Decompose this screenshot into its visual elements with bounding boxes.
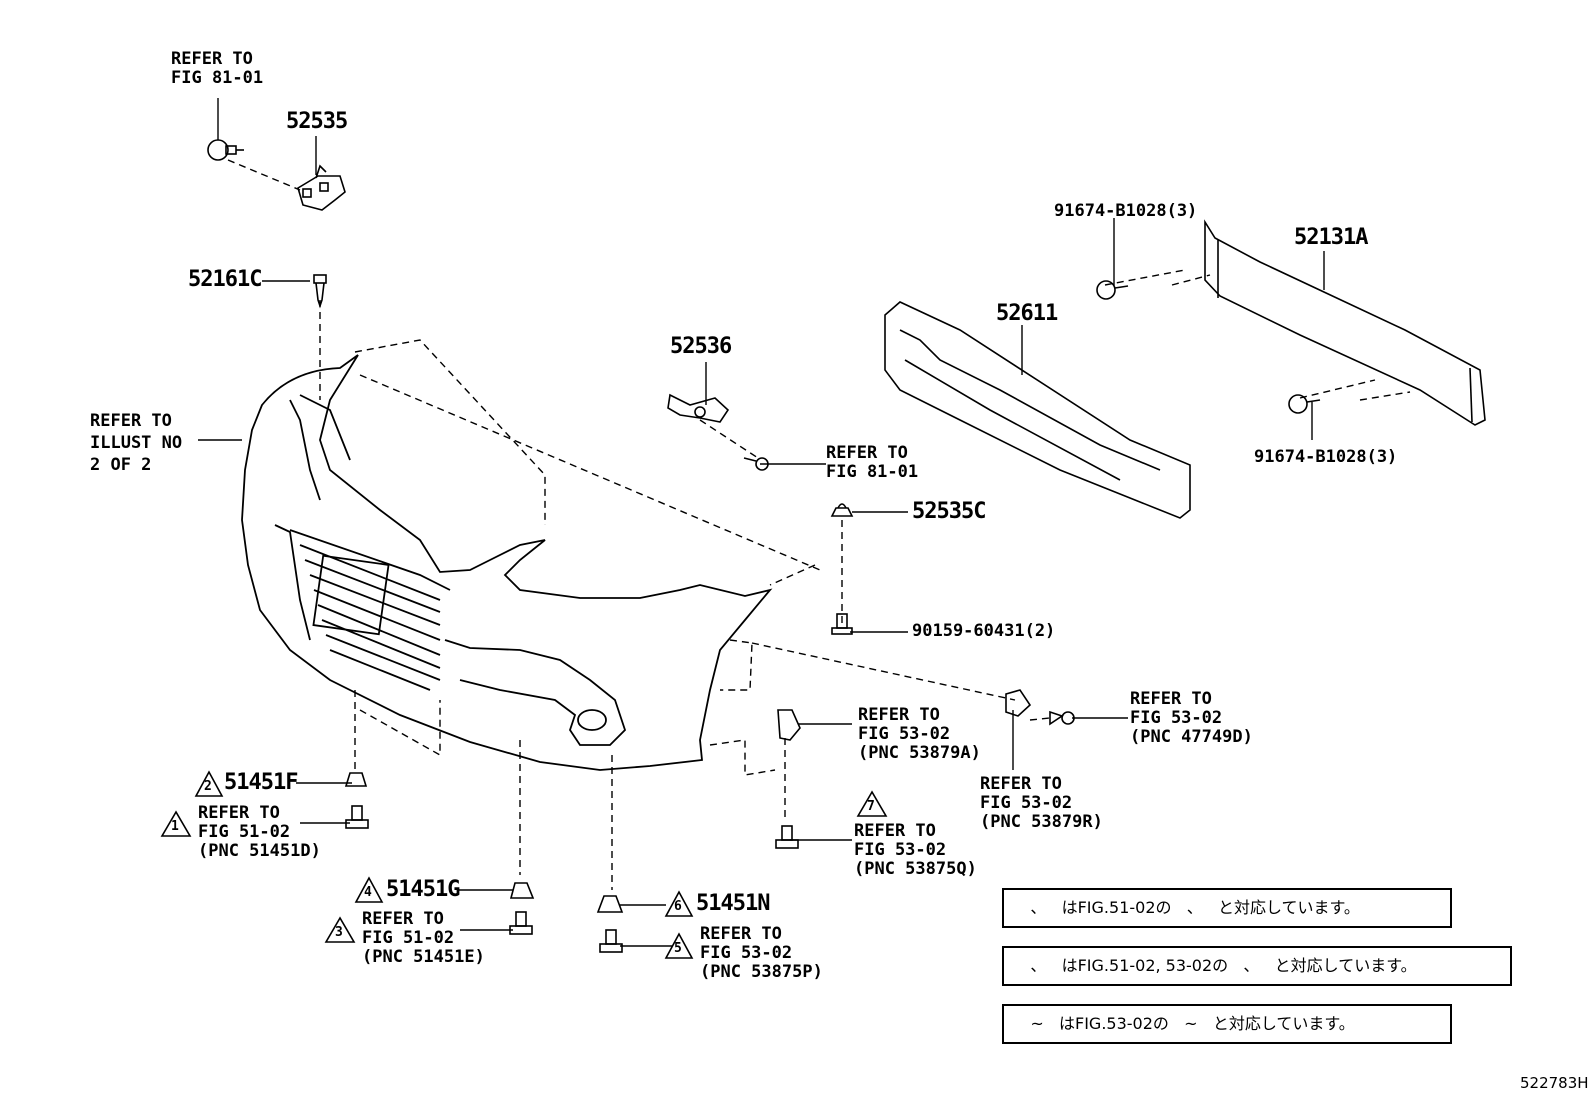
bolt-91674-bot — [1288, 394, 1321, 414]
bracket-53879r — [1005, 689, 1032, 717]
bolt-fig81-top — [207, 139, 244, 161]
bolt-51451d — [345, 805, 369, 829]
ref-53879a: REFER TO FIG 53-02 (PNC 53879A) — [858, 705, 981, 763]
part-91674-top: 91674-B1028(3) — [1054, 201, 1198, 221]
marker-triangles — [160, 770, 888, 959]
bolt-fig81-mid — [743, 457, 769, 471]
clip-51451n — [596, 895, 624, 913]
marker-2: 2 — [204, 779, 212, 794]
ref-47749d: REFER TO FIG 53-02 (PNC 47749D) — [1130, 689, 1253, 747]
ref-53879r: REFER TO FIG 53-02 (PNC 53879R) — [980, 774, 1103, 832]
part-52535: 52535 — [286, 109, 348, 134]
ref-fig81-mid: REFER TO FIG 81-01 — [826, 443, 919, 482]
bracket-53879a — [777, 709, 801, 741]
absorber-52611 — [884, 301, 1191, 519]
bolt-51451e — [509, 911, 533, 935]
part-51451f: 51451F — [224, 770, 298, 795]
note-box-2: 、 はFIG.51-02, 53-02の 、 と対応しています。 — [1002, 946, 1512, 986]
note-box-3: ~ はFIG.53-02の ~ と対応しています。 — [1002, 1004, 1452, 1044]
bolt-91674-top — [1096, 280, 1129, 300]
ref-53875q: REFER TO FIG 53-02 (PNC 53875Q) — [854, 821, 977, 879]
clip-47749d — [1049, 710, 1075, 726]
ref-illust-2of2: REFER TO ILLUST NO 2 OF 2 — [90, 411, 183, 475]
clip-52161c — [313, 274, 327, 309]
bumper-cover — [241, 354, 773, 771]
bolt-53875q — [775, 825, 799, 849]
part-52161c: 52161C — [188, 267, 262, 292]
bracket-52535 — [297, 164, 346, 211]
part-52611: 52611 — [996, 301, 1058, 326]
part-51451n: 51451N — [696, 891, 770, 916]
ref-51451e: REFER TO FIG 51-02 (PNC 51451E) — [362, 909, 485, 967]
marker-3: 3 — [335, 925, 343, 940]
ref-fig81-top: REFER TO FIG 81-01 — [171, 49, 264, 88]
marker-1: 1 — [171, 819, 179, 834]
marker-6: 6 — [674, 899, 682, 914]
marker-7: 7 — [867, 799, 875, 814]
note-box-1: 、 はFIG.51-02の 、 と対応しています。 — [1002, 888, 1452, 928]
part-52131a: 52131A — [1294, 225, 1368, 250]
nut-52535c — [830, 503, 854, 517]
clip-51451f — [344, 772, 368, 787]
dashed-lines — [227, 159, 1411, 890]
part-52536: 52536 — [670, 334, 732, 359]
ref-53875p: REFER TO FIG 53-02 (PNC 53875P) — [700, 924, 823, 982]
marker-4: 4 — [364, 885, 372, 900]
part-91674-bottom: 91674-B1028(3) — [1254, 447, 1398, 467]
bolt-53875p — [599, 929, 623, 953]
leader-lines — [198, 98, 1325, 947]
figure-id: 522783H — [1520, 1074, 1589, 1092]
part-51451g: 51451G — [386, 877, 460, 902]
ref-51451d: REFER TO FIG 51-02 (PNC 51451D) — [198, 803, 321, 861]
bracket-52536 — [667, 393, 730, 423]
part-90159: 90159-60431(2) — [912, 621, 1056, 641]
part-52535c: 52535C — [912, 499, 986, 524]
clip-51451g — [509, 882, 535, 899]
bolt-90159 — [831, 613, 853, 635]
marker-5: 5 — [674, 941, 682, 956]
reinforcement-52131a — [1204, 219, 1486, 426]
